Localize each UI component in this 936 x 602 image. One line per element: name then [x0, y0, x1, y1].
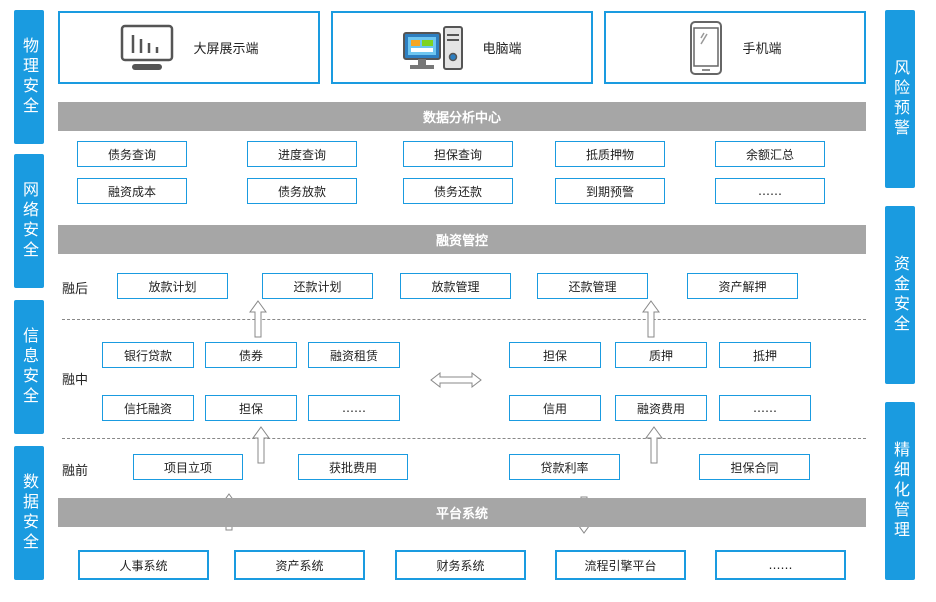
analysis-item[interactable]: 担保查询: [403, 141, 513, 167]
pillar-information-security: 信息安全: [14, 300, 44, 434]
mid-item[interactable]: 债券: [205, 342, 297, 368]
double-arrow-icon: [430, 371, 482, 389]
mobile-phone-icon: [690, 20, 723, 75]
terminal-big-screen[interactable]: 大屏展示端: [58, 11, 320, 84]
pillar-network-security: 网络安全: [14, 154, 44, 288]
stage-before-label: 融前: [62, 464, 89, 479]
mid-item[interactable]: 融资费用: [615, 395, 707, 421]
mid-item[interactable]: 担保: [509, 342, 601, 368]
mid-item[interactable]: 信托融资: [102, 395, 194, 421]
stage-mid-label: 融中: [62, 373, 89, 388]
terminal-label: 大屏展示端: [193, 42, 259, 57]
mid-item[interactable]: 信用: [509, 395, 601, 421]
stage-after-label: 融后: [62, 282, 89, 297]
up-arrow-icon: [642, 300, 660, 338]
after-item[interactable]: 还款计划: [262, 273, 373, 299]
pillar-refined-management: 精细化管理: [885, 402, 915, 580]
terminal-label: 手机端: [742, 42, 782, 57]
after-item[interactable]: 放款管理: [400, 273, 511, 299]
up-arrow-icon: [252, 426, 270, 464]
pillar-data-security: 数据安全: [14, 446, 44, 580]
platform-system-item[interactable]: 流程引擎平台: [555, 550, 686, 580]
mid-item[interactable]: 担保: [205, 395, 297, 421]
pillar-physical-security: 物理安全: [14, 10, 44, 144]
financing-control-bar: 融资管控: [58, 225, 866, 254]
platform-system-item[interactable]: 人事系统: [78, 550, 209, 580]
platform-system-bar: 平台系统: [58, 498, 866, 527]
analysis-center-bar: 数据分析中心: [58, 102, 866, 131]
platform-system-item[interactable]: ……: [715, 550, 846, 580]
mid-item[interactable]: ……: [308, 395, 400, 421]
stage-divider: [62, 438, 866, 439]
after-item[interactable]: 放款计划: [117, 273, 228, 299]
analysis-item[interactable]: ……: [715, 178, 825, 204]
pillar-fund-security: 资金安全: [885, 206, 915, 384]
before-item[interactable]: 项目立项: [133, 454, 243, 480]
mid-item[interactable]: 银行贷款: [102, 342, 194, 368]
after-item[interactable]: 还款管理: [537, 273, 648, 299]
pillar-risk-warning: 风险预警: [885, 10, 915, 188]
platform-system-item[interactable]: 财务系统: [395, 550, 526, 580]
stage-divider: [62, 319, 866, 320]
before-item[interactable]: 担保合同: [699, 454, 810, 480]
analysis-item[interactable]: 抵质押物: [555, 141, 665, 167]
analysis-item[interactable]: 债务查询: [77, 141, 187, 167]
analysis-item[interactable]: 余额汇总: [715, 141, 825, 167]
mid-item[interactable]: 质押: [615, 342, 707, 368]
mid-item[interactable]: 融资租赁: [308, 342, 400, 368]
desktop-computer-icon: [403, 25, 464, 70]
analysis-item[interactable]: 融资成本: [77, 178, 187, 204]
analysis-item[interactable]: 债务放款: [247, 178, 357, 204]
monitor-chart-icon: [121, 24, 174, 70]
after-item[interactable]: 资产解押: [687, 273, 798, 299]
terminal-mobile[interactable]: 手机端: [604, 11, 866, 84]
analysis-item[interactable]: 债务还款: [403, 178, 513, 204]
before-item[interactable]: 贷款利率: [509, 454, 620, 480]
platform-system-item[interactable]: 资产系统: [234, 550, 365, 580]
before-item[interactable]: 获批费用: [298, 454, 408, 480]
mid-item[interactable]: ……: [719, 395, 811, 421]
analysis-item[interactable]: 进度查询: [247, 141, 357, 167]
analysis-item[interactable]: 到期预警: [555, 178, 665, 204]
terminal-label: 电脑端: [482, 42, 522, 57]
up-arrow-icon: [645, 426, 663, 464]
terminal-desktop[interactable]: 电脑端: [331, 11, 593, 84]
mid-item[interactable]: 抵押: [719, 342, 811, 368]
up-arrow-icon: [249, 300, 267, 338]
